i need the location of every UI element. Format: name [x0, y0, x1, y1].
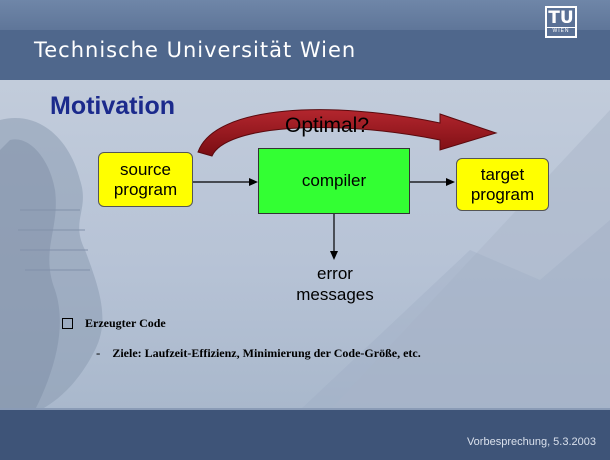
slide-title: Motivation	[50, 92, 175, 120]
arrow-head-icon	[249, 178, 258, 186]
sub-bullet-item: - Ziele: Laufzeit-Effizienz, Minimierung…	[96, 345, 421, 361]
header-bar	[0, 30, 610, 80]
dash-bullet: -	[96, 345, 101, 360]
footer-text: Vorbesprechung, 5.3.2003	[466, 436, 596, 448]
compiler-label: compiler	[301, 171, 367, 190]
top-band	[0, 0, 610, 30]
optimal-label: Optimal?	[285, 114, 370, 137]
source-program-box: source program	[98, 152, 193, 207]
compiler-box: compiler	[258, 148, 410, 214]
sub-bullet-text: Ziele: Laufzeit-Effizienz, Minimierung d…	[112, 345, 421, 360]
error-messages: error messages	[280, 263, 390, 305]
university-name: Technische Universität Wien	[34, 38, 357, 62]
error-line1: error	[317, 264, 353, 283]
bullet-text: Erzeugter Code	[85, 316, 166, 330]
arrow-head-icon	[330, 251, 338, 260]
footer-separator	[0, 408, 610, 410]
target-line2: program	[470, 184, 535, 204]
bullet-item: Erzeugter Code	[62, 316, 166, 331]
target-line1: target	[480, 164, 525, 184]
target-program-box: target program	[456, 158, 549, 211]
error-line2: messages	[296, 285, 374, 304]
source-line1: source	[119, 159, 172, 179]
footer-bar	[0, 410, 610, 460]
tu-logo: TU WIEN	[545, 6, 577, 38]
optimal-curved-arrow	[197, 109, 498, 157]
square-bullet-icon	[62, 318, 73, 329]
background-artwork	[0, 110, 610, 410]
logo-sub-text: WIEN	[547, 27, 575, 34]
arrow-head-icon	[446, 178, 455, 186]
logo-main-text: TU	[548, 8, 574, 28]
source-line2: program	[113, 179, 178, 199]
